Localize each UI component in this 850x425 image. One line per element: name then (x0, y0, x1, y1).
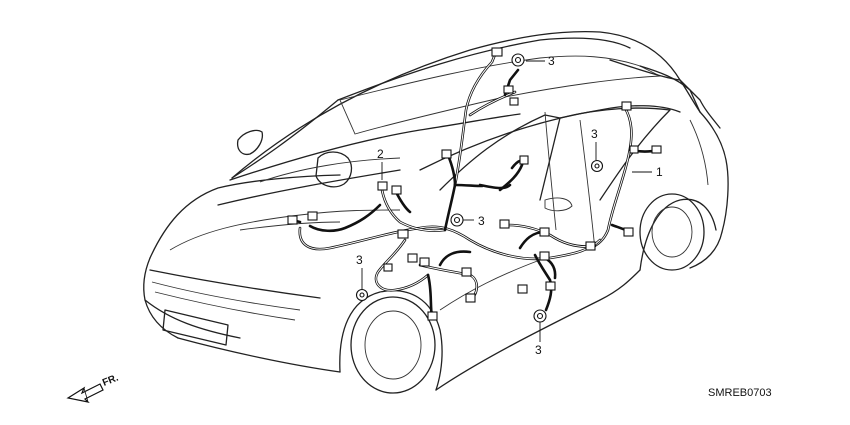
front-direction-arrow-icon (66, 383, 104, 403)
callout-3-b-pillar: 3 (591, 127, 598, 141)
callout-3-dash: 3 (478, 214, 485, 228)
connectors (287, 47, 662, 321)
callout-2: 2 (377, 147, 384, 161)
car-body-outline (143, 31, 729, 394)
callout-3-top: 3 (548, 54, 555, 68)
callout-3-floor: 3 (535, 343, 542, 357)
callout-3-front-left: 3 (356, 253, 363, 267)
diagram-code: SMREB0703 (708, 387, 772, 399)
callout-1: 1 (656, 165, 663, 179)
wire-harness (290, 50, 660, 320)
front-direction-label: FR. (101, 372, 120, 388)
leader-lines (361, 60, 652, 342)
